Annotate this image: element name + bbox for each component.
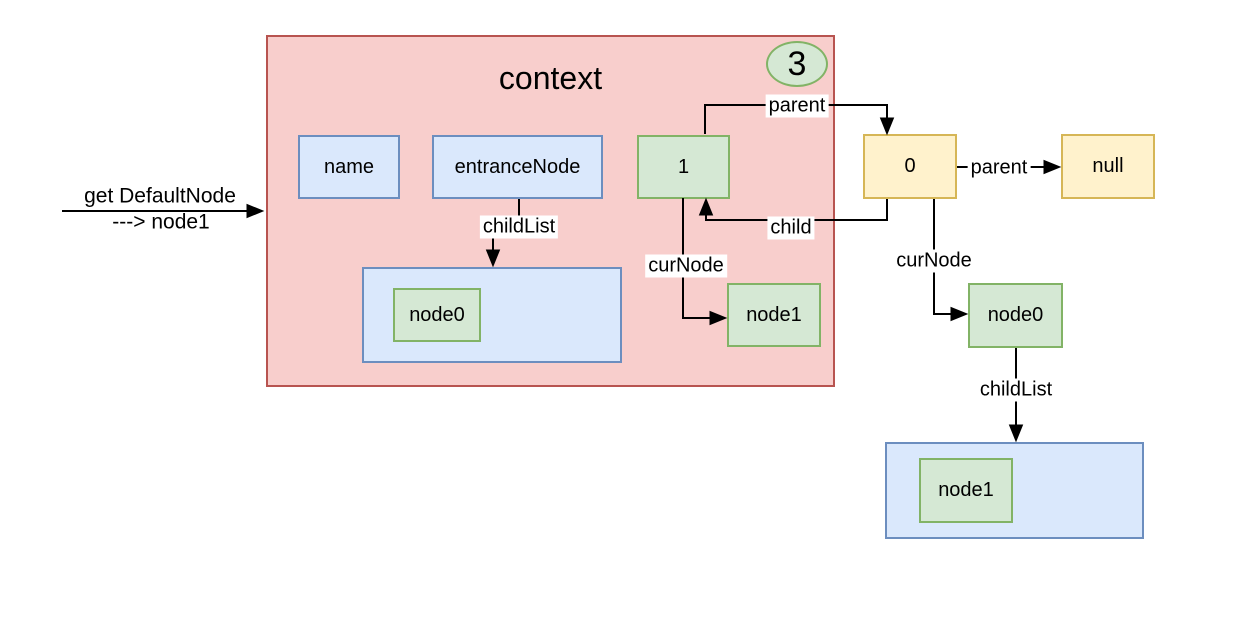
entrance-node-box: entranceNode <box>432 135 603 199</box>
null-box: null <box>1061 134 1155 199</box>
parent-top-arrowhead <box>879 117 895 136</box>
name-field-box: name <box>298 135 400 199</box>
entry-arrowhead <box>246 203 265 219</box>
parent-top-edge-label: parent <box>765 94 829 118</box>
parent-right-arrowhead <box>1043 159 1062 175</box>
context-title: context <box>498 60 603 96</box>
context-curnode-node1-label: node1 <box>746 303 802 326</box>
curnode-right-edge-label: curNode <box>893 249 975 273</box>
entrance-node-label: entranceNode <box>454 155 581 178</box>
childlist-right-arrowhead <box>1008 424 1024 443</box>
entry-annotation-line2: ---> node1 <box>112 210 210 234</box>
root-node-0-box: 0 <box>863 134 957 199</box>
context-curnode-node1-box: node1 <box>727 283 821 347</box>
name-field-label: name <box>323 155 375 178</box>
ref-node-1-label: 1 <box>677 155 690 178</box>
tree-curnode-node0-box: node0 <box>968 283 1063 348</box>
tree-childlist-node1-box: node1 <box>919 458 1013 523</box>
childlist-right-edge-label: childList <box>976 378 1056 402</box>
root-node-0-label: 0 <box>904 155 916 177</box>
entry-annotation-line1: get DefaultNode <box>84 184 236 208</box>
context-childlist-node0-label: node0 <box>409 303 465 326</box>
null-label: null <box>1092 155 1124 177</box>
tree-childlist-node1-label: node1 <box>938 479 994 501</box>
parent-right-edge-label: parent <box>967 156 1031 180</box>
ref-node-1-box: 1 <box>637 135 730 199</box>
childlist-left-edge-label: childList <box>479 215 559 239</box>
tree-curnode-node0-label: node0 <box>987 304 1044 326</box>
step-badge: 3 <box>766 41 828 87</box>
child-edge-label: child <box>767 216 815 240</box>
curnode-right-arrowhead <box>950 306 969 322</box>
context-childlist-node0-box: node0 <box>393 288 481 342</box>
curnode-left-edge-label: curNode <box>645 254 727 278</box>
